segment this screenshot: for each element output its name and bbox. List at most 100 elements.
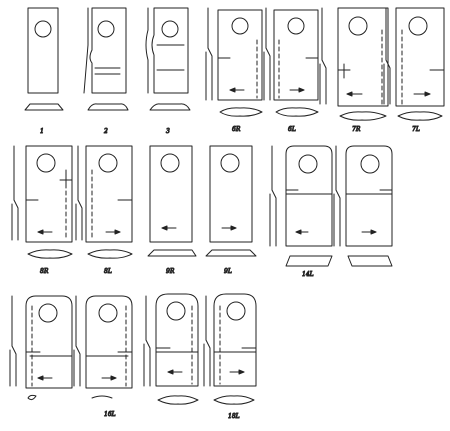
blade-7r-profile [339, 111, 387, 121]
blade-8r-profile [27, 249, 73, 259]
blade-9l-arrowhead [230, 225, 237, 231]
blade-18r-body [155, 293, 199, 387]
blade-6l-hole [287, 17, 305, 35]
blade-6r-label: 6R [232, 126, 241, 133]
blade-6l-side-bend [263, 47, 271, 101]
blade-16r-profile [27, 394, 37, 401]
blade-14l-body [345, 145, 393, 247]
blade-16l-body [85, 295, 133, 389]
blade-9r [147, 145, 197, 257]
blade-16l-label: 16L [104, 411, 116, 418]
blade-14l-profile [347, 255, 393, 267]
blade-18l-body [213, 293, 257, 387]
blade-18r-profile [157, 395, 199, 405]
blade-14r-side-bend [269, 189, 277, 247]
blade-8r-label: 8R [40, 268, 49, 275]
blade-9r-label: 9R [166, 268, 175, 275]
blade-9l-hole [220, 153, 240, 173]
blade-8r-body [25, 145, 73, 243]
blade-14r-profile [285, 255, 333, 267]
blade-16r [9, 295, 73, 401]
blade-9r-arrowhead [161, 225, 168, 231]
blade-16l-side-bend [73, 345, 81, 387]
blade-2-profile [87, 103, 129, 111]
blade-2-label: 2 [103, 128, 108, 135]
blade-18l-hole [226, 301, 246, 321]
blade-14l-side-bend [333, 189, 341, 247]
blade-16r-bend-line [25, 351, 73, 357]
blade-6r-arrowhead [229, 87, 236, 93]
blade-1-hole [34, 20, 52, 38]
blade-6r-body [217, 9, 263, 101]
blade-18l-label: 18L [228, 413, 240, 420]
blade-6l-label: 6L [288, 126, 296, 133]
blade-7l-body [395, 7, 445, 107]
blade-7r-label: 7R [352, 126, 361, 133]
blade-3-body [151, 7, 189, 94]
blade-9l-profile [205, 249, 257, 257]
blade-2-edge-bend [83, 44, 89, 94]
blade-16r-side-bend [9, 345, 17, 387]
blade-8l-hole [98, 153, 118, 173]
blade-16r-arrowhead [37, 375, 44, 381]
blade-9r-hole [160, 153, 180, 173]
blade-7r-arrowhead [346, 91, 353, 97]
blade-16l-bend-line [85, 351, 133, 357]
blade-8r [11, 145, 73, 259]
blade-6l-body [273, 9, 319, 101]
blade-16r-body [25, 295, 73, 389]
blade-18l-side-bend [203, 339, 211, 387]
blade-8l [75, 145, 133, 259]
blade-8l-arrowhead [114, 229, 121, 235]
blade-1-body [27, 7, 59, 94]
blade-14l-label: 14L [302, 271, 314, 278]
blade-8l-profile [87, 249, 133, 259]
blade-8l-body [85, 145, 133, 243]
blade-14r [269, 145, 333, 267]
blade-14l [333, 145, 393, 267]
blade-18l-arrowhead [238, 369, 245, 375]
blade-18l [203, 293, 257, 405]
blade-8l-label: 8L [104, 268, 112, 275]
blade-3-hole [161, 20, 179, 38]
blade-8r-hole [36, 153, 56, 173]
blade-16l [73, 295, 133, 399]
blade-6l-profile [275, 107, 319, 117]
blade-6r-hole [231, 17, 249, 35]
blade-18r-side-bend [143, 339, 151, 387]
blade-1 [24, 7, 64, 111]
blade-16l-profile [91, 395, 113, 399]
blade-6r-side-bend [205, 47, 213, 101]
blade-14r-arrowhead [295, 229, 302, 235]
blade-2-hole [97, 20, 115, 38]
blade-1-label: 1 [40, 128, 44, 135]
blade-18r [143, 293, 199, 405]
blade-9l-label: 9L [224, 268, 232, 275]
blade-14l-arrowhead [370, 229, 377, 235]
blade-8r-side-bend [11, 199, 19, 241]
blade-7r [319, 7, 389, 121]
blade-7r-body [337, 7, 389, 107]
blade-16l-arrowhead [110, 375, 117, 381]
blade-6l [263, 7, 319, 117]
blade-9r-body [149, 145, 193, 243]
blade-3 [145, 7, 191, 111]
blade-7l-label: 7L [412, 126, 420, 133]
blade-8l-side-bend [75, 199, 83, 241]
blade-18r-bend-line [155, 347, 199, 353]
blade-14r-hole [298, 154, 318, 174]
blade-7r-hole [348, 16, 368, 36]
blade-14r-body [285, 145, 333, 247]
blade-18r-hole [166, 301, 186, 321]
blade-2-body [89, 7, 127, 94]
blade-16l-hole [98, 303, 118, 323]
blade-14r-bend-line [285, 189, 333, 195]
blade-1-profile [24, 103, 64, 111]
blade-3-profile [149, 103, 191, 111]
blade-2 [83, 7, 129, 111]
blade-7r-side-bend [319, 59, 327, 105]
blade-7l-profile [397, 111, 443, 121]
blade-9l-body [209, 145, 253, 243]
blade-3-edge [145, 7, 149, 94]
